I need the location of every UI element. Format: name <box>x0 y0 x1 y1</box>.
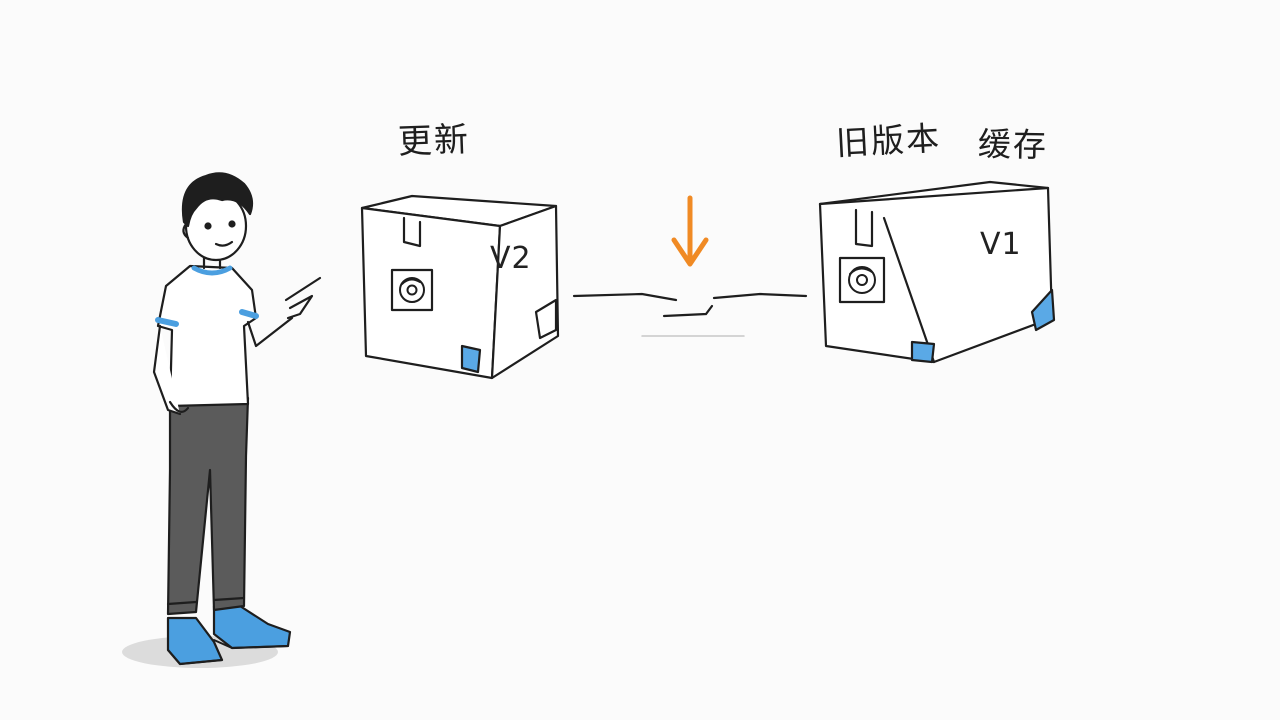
left-shoe-sole <box>167 649 223 665</box>
arrow-down-icon <box>671 195 709 267</box>
left-eye <box>204 222 212 230</box>
new-box-sticker <box>390 268 434 312</box>
ear <box>182 222 190 240</box>
connection-gap-mark <box>662 304 714 318</box>
new-box-side-tape <box>534 298 558 340</box>
hair <box>181 172 254 228</box>
new-box-corner-tape <box>460 344 482 374</box>
pants-cuff-left <box>166 600 198 606</box>
old-version-box <box>818 180 1056 364</box>
pants-cuff-right <box>212 596 246 602</box>
old-box-corner-tape <box>910 340 936 364</box>
right-shoe-sole <box>213 639 289 649</box>
sleeve-band-left <box>155 317 179 327</box>
new-box-side <box>490 204 560 380</box>
shirt-collar <box>191 265 233 276</box>
right-hand-pointing <box>284 276 322 320</box>
mouth <box>214 240 234 247</box>
old-box-edge <box>882 216 936 364</box>
connection-path <box>572 292 808 337</box>
update-label: 更新 <box>397 119 471 163</box>
person-figure <box>122 172 322 668</box>
new-version-box <box>360 194 560 380</box>
connection-line-right <box>712 292 808 300</box>
new-box-version-label: V2 <box>490 241 532 276</box>
connection-line-left <box>572 292 678 302</box>
left-arm <box>152 324 182 416</box>
browser-logo-icon <box>399 277 425 303</box>
right-arm <box>246 316 294 348</box>
old-box-front <box>818 186 1054 364</box>
old-version-label: 旧版本 <box>835 118 942 163</box>
browser-logo-icon <box>848 266 876 294</box>
old-box-side-tape <box>1030 288 1056 332</box>
shirt <box>156 264 258 408</box>
cache-label: 缓存 <box>977 124 1049 165</box>
left-hand <box>168 400 190 413</box>
new-box-tape <box>402 216 422 248</box>
old-box-tape <box>854 208 874 248</box>
pants <box>166 396 250 616</box>
old-box-sticker <box>838 256 886 304</box>
sleeve-band-right <box>239 309 259 319</box>
right-eye <box>228 220 236 228</box>
right-shoe <box>212 604 292 650</box>
old-box-version-label: V1 <box>980 227 1022 262</box>
